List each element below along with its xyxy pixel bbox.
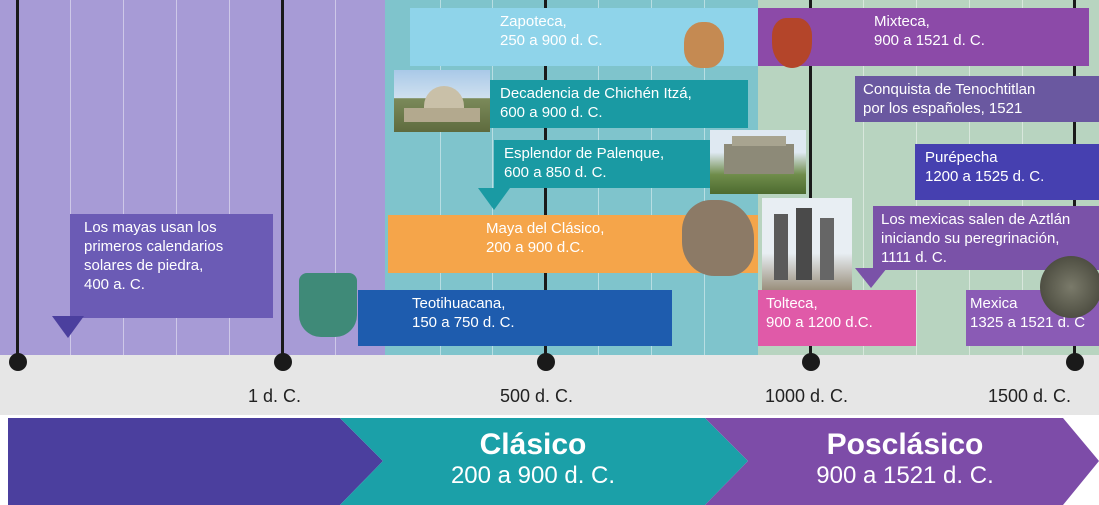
event-palenque: Esplendor de Palenque,600 a 850 d. C. [494, 140, 710, 188]
palenque-photo [710, 130, 806, 194]
aztec-calendar-stone [1040, 256, 1099, 318]
axis-dot [9, 353, 27, 371]
event-tolteca: Tolteca,900 a 1200 d.C. [758, 290, 916, 346]
era-posclasico: Posclásico 900 a 1521 d. C. [770, 428, 1040, 490]
axis-dot [274, 353, 292, 371]
era-clasico: Clásico 200 a 900 d. C. [398, 428, 668, 490]
zapoteca-mask [684, 22, 724, 68]
mixteca-vessel [772, 18, 812, 68]
event-chichen-itza: Decadencia de Chichén Itzá,600 a 900 d. … [490, 80, 748, 128]
aztlan-arrow [855, 268, 887, 288]
teotihuacan-mask [299, 273, 357, 337]
timeline-line-1dc [281, 0, 284, 362]
chichen-itza-photo [394, 70, 490, 132]
tick-label-500dc: 500 d. C. [500, 386, 574, 406]
timeline-line-1000dc [809, 0, 812, 362]
timeline-line-start [16, 0, 19, 362]
era-chevrons [8, 418, 1099, 505]
palenque-arrow [478, 188, 510, 210]
era-posclasico-range: 900 a 1521 d. C. [816, 462, 994, 489]
tick-label-1dc: 1 d. C. [248, 386, 302, 406]
era-posclasico-title: Posclásico [826, 428, 984, 461]
axis-dot [537, 353, 555, 371]
calendarios-arrow [52, 316, 84, 338]
era-clasico-range: 200 a 900 d. C. [450, 462, 616, 489]
era-clasico-title: Clásico [479, 428, 587, 461]
axis-dot [1066, 353, 1084, 371]
clasico-chevron [340, 418, 748, 505]
axis-dot [802, 353, 820, 371]
tula-atlantes-photo [762, 198, 852, 290]
posclasico-chevron [705, 418, 1099, 505]
tick-label-1500dc: 1500 d. C. [988, 386, 1072, 406]
tick-label-1000dc: 1000 d. C. [765, 386, 849, 406]
maya-sculpture [682, 200, 754, 276]
event-mixteca: Mixteca,900 a 1521 d. C. [758, 8, 1089, 66]
preclasico-chevron [8, 418, 383, 505]
event-teotihuacana: Teotihuacana,150 a 750 d. C. [358, 290, 672, 346]
